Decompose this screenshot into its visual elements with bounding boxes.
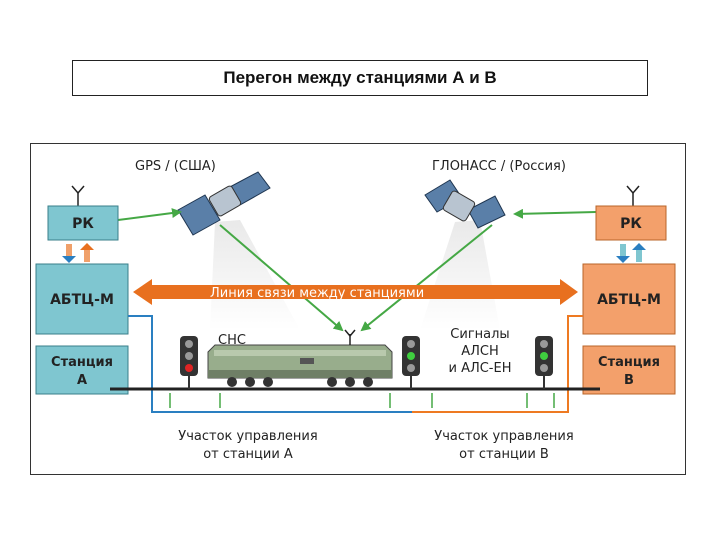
abtc-right-label: АБТЦ-М (597, 292, 661, 308)
zone-b-label-line2: от станции В (459, 447, 549, 462)
glonass-satellite-icon (424, 179, 506, 229)
antenna-right-icon (626, 185, 640, 206)
zone-a-label-line2: от станции А (203, 447, 293, 462)
rk-left-label: РК (72, 216, 94, 232)
link-gps-to-loco (219, 224, 344, 332)
station-a-label-line2: А (77, 373, 87, 388)
station-b-label-line1: Станция (598, 355, 660, 370)
transfer-arrows-right (616, 243, 646, 263)
abtc-left-label: АБТЦ-М (50, 292, 114, 308)
abtc-right-box (582, 263, 676, 335)
station-b-label-line2: В (624, 373, 634, 388)
rk-right-box (595, 205, 667, 241)
signal-middle-icon (402, 336, 420, 389)
station-b-box (582, 345, 676, 395)
rk-right-label: РК (620, 216, 642, 232)
link-rk-left-to-gps (117, 208, 182, 221)
page-title: Перегон между станциями А и В (72, 60, 648, 96)
signal-right-icon (535, 336, 553, 389)
glonass-label: ГЛОНАСС / (Россия) (432, 159, 566, 174)
inter-station-link-arrow (133, 279, 578, 305)
station-a-label-line1: Станция (51, 355, 113, 370)
track-circuit-taps (169, 393, 555, 408)
signals-label-line3: и АЛС-ЕН (448, 361, 511, 376)
signals-label-line2: АЛСН (461, 344, 499, 359)
gps-beam (210, 220, 300, 330)
zone-b-label-line1: Участок управления (434, 429, 573, 444)
sns-label: СНС (218, 333, 246, 348)
transfer-arrows-left (62, 243, 94, 263)
abtc-left-box (35, 263, 129, 335)
diagram-frame (30, 143, 686, 475)
antenna-left-icon (71, 185, 85, 206)
station-a-box (35, 345, 129, 395)
track-circuit-wire-b (412, 315, 583, 413)
zone-a-label-line1: Участок управления (178, 429, 317, 444)
signals-label-line1: Сигналы (450, 327, 509, 342)
glonass-beam (420, 220, 500, 330)
link-glonass-to-loco (360, 224, 493, 332)
link-rk-right-to-glonass (513, 208, 597, 219)
rk-left-box (47, 205, 119, 241)
signal-left-icon (180, 336, 198, 389)
gps-label: GPS / (США) (135, 159, 216, 174)
inter-station-link-label: Линия связи между станциями (210, 286, 424, 301)
gps-satellite-icon (177, 171, 271, 236)
locomotive-icon (207, 329, 393, 387)
track-circuit-wire-a (128, 315, 412, 413)
